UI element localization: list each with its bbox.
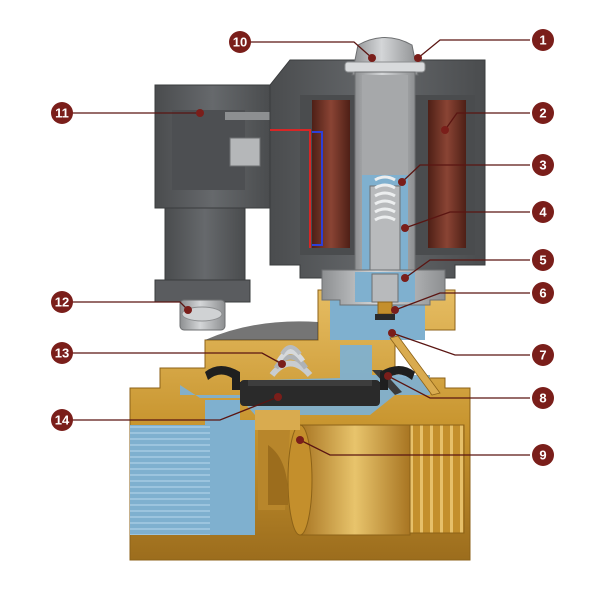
callout-6: 6 xyxy=(532,282,554,304)
svg-text:10: 10 xyxy=(233,35,247,50)
plunger-spring xyxy=(374,175,396,222)
svg-text:2: 2 xyxy=(539,106,546,121)
callout-2: 2 xyxy=(532,102,554,124)
svg-text:11: 11 xyxy=(55,106,69,121)
callout-5: 5 xyxy=(532,249,554,271)
outlet-threads xyxy=(407,424,465,534)
valve-body xyxy=(129,289,471,561)
svg-text:14: 14 xyxy=(55,413,70,428)
callout-1: 1 xyxy=(532,29,554,51)
callout-10: 10 xyxy=(229,31,251,53)
coil-left xyxy=(312,100,350,248)
svg-text:13: 13 xyxy=(55,346,69,361)
callout-14: 14 xyxy=(51,409,73,431)
svg-text:5: 5 xyxy=(539,253,546,268)
part-dots xyxy=(184,54,449,444)
svg-text:9: 9 xyxy=(539,448,546,463)
svg-text:4: 4 xyxy=(539,205,547,220)
svg-text:1: 1 xyxy=(539,33,546,48)
callout-3: 3 xyxy=(532,154,554,176)
svg-text:6: 6 xyxy=(539,286,546,301)
callout-7: 7 xyxy=(532,344,554,366)
svg-text:3: 3 xyxy=(539,158,546,173)
inlet-port xyxy=(130,425,210,535)
svg-text:7: 7 xyxy=(539,348,546,363)
callout-11: 11 xyxy=(51,102,73,124)
svg-text:12: 12 xyxy=(55,295,69,310)
callouts: 1 2 3 4 5 6 7 8 xyxy=(51,29,554,466)
coil-right xyxy=(428,100,466,248)
callout-4: 4 xyxy=(532,201,554,223)
callout-9: 9 xyxy=(532,444,554,466)
callout-8: 8 xyxy=(532,387,554,409)
svg-text:8: 8 xyxy=(539,391,546,406)
callout-13: 13 xyxy=(51,342,73,364)
diaphragm-spring xyxy=(269,345,313,378)
leader-lines xyxy=(68,39,530,456)
armature-assembly xyxy=(321,37,446,320)
callout-12: 12 xyxy=(51,291,73,313)
